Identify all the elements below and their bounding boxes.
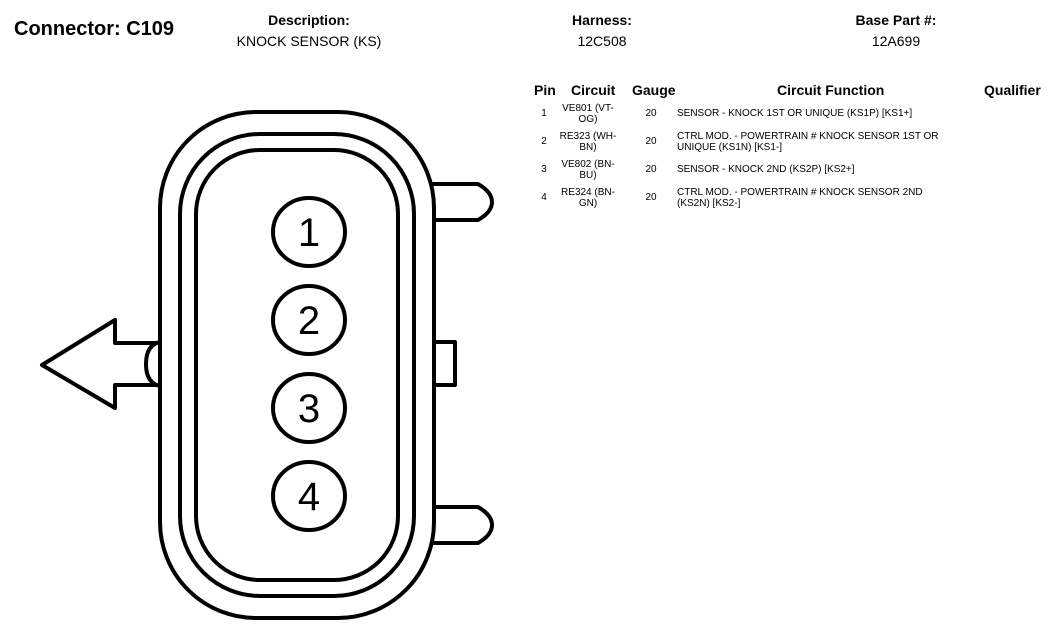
row-gauge: 20 — [645, 164, 657, 175]
pin-number-3: 3 — [298, 387, 320, 431]
pin-number-1: 1 — [298, 211, 320, 255]
row-circuit: RE323 (WH- BN) — [559, 131, 617, 153]
row-circuit: RE324 (BN- GN) — [561, 187, 615, 209]
base-part-label: Base Part #: — [855, 12, 937, 28]
row-circuit: VE802 (BN- BU) — [561, 159, 615, 181]
pin-cavity-2 — [271, 284, 347, 356]
row-pin: 3 — [541, 164, 547, 175]
left-latch — [144, 340, 161, 388]
pin-number-2: 2 — [298, 299, 320, 343]
row-function: SENSOR - KNOCK 1ST OR UNIQUE (KS1P) [KS1… — [677, 108, 913, 119]
col-header-pin: Pin — [534, 82, 556, 98]
locking-arrow — [40, 318, 162, 410]
connector-title: Connector: C109 — [14, 18, 175, 40]
row-pin: 2 — [541, 136, 547, 147]
row-gauge: 20 — [645, 192, 657, 203]
description-value: KNOCK SENSOR (KS) — [236, 33, 382, 49]
col-header-qualifier: Qualifier — [984, 82, 1041, 98]
row-function: CTRL MOD. - POWERTRAIN # KNOCK SENSOR 2N… — [677, 187, 923, 209]
pin-cavity-3 — [271, 372, 347, 444]
description-label: Description: — [268, 12, 350, 28]
row-gauge: 20 — [645, 136, 657, 147]
row-pin: 4 — [541, 192, 547, 203]
pin-cavity-1 — [271, 196, 347, 268]
connector-shell-inner — [194, 148, 400, 582]
base-part-value: 12A699 — [871, 33, 921, 49]
harness-label: Harness: — [572, 12, 632, 28]
upper-right-tab — [420, 182, 494, 222]
connector-face-diagram: 1 2 3 4 — [40, 110, 494, 620]
col-header-gauge: Gauge — [632, 82, 676, 98]
col-header-circuit: Circuit — [571, 82, 616, 98]
pin-number-4: 4 — [298, 475, 320, 519]
col-header-circuit-function: Circuit Function — [777, 82, 885, 98]
row-gauge: 20 — [645, 108, 657, 119]
row-circuit: VE801 (VT- OG) — [562, 103, 614, 125]
pin-cavity-4 — [271, 460, 347, 532]
harness-value: 12C508 — [577, 33, 627, 49]
row-function: SENSOR - KNOCK 2ND (KS2P) [KS2+] — [677, 164, 855, 175]
row-pin: 1 — [541, 108, 547, 119]
row-function: CTRL MOD. - POWERTRAIN # KNOCK SENSOR 1S… — [677, 131, 939, 153]
lower-right-tab — [420, 505, 494, 545]
